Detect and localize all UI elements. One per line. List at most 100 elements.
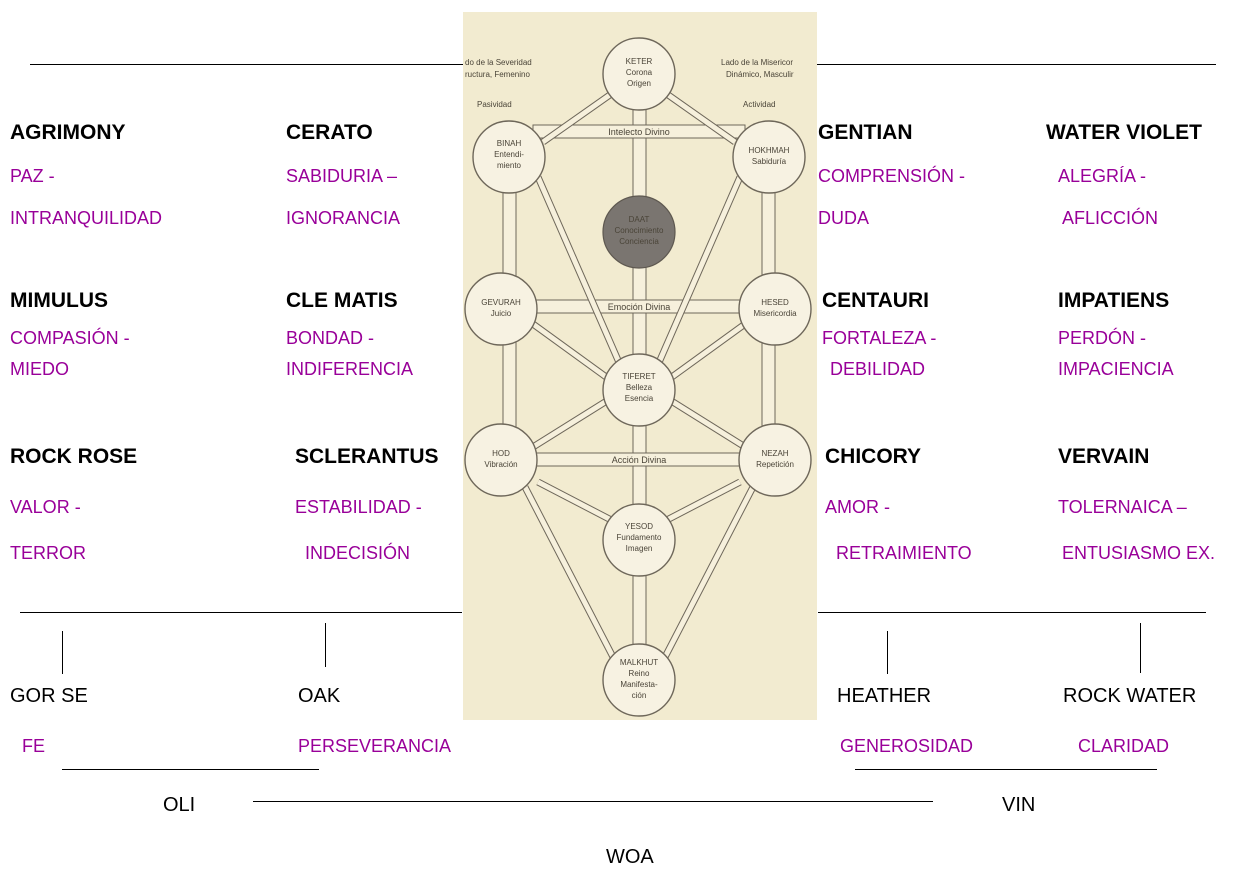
- sefirah-daat: DAAT Conocimiento Conciencia: [602, 195, 676, 269]
- tick-oak: [325, 623, 326, 667]
- remedy-name-centauri: CENTAURI: [822, 289, 929, 312]
- remedy-name-clematis: CLE MATIS: [286, 289, 398, 312]
- svg-text:Repetición: Repetición: [756, 460, 794, 469]
- tick-gorse: [62, 631, 63, 674]
- svg-text:Vibración: Vibración: [484, 460, 517, 469]
- defect-impaciencia: IMPACIENCIA: [1058, 359, 1174, 379]
- svg-text:MALKHUT: MALKHUT: [620, 658, 658, 667]
- svg-text:BINAH: BINAH: [497, 139, 522, 148]
- tick-heather: [887, 631, 888, 674]
- svg-text:GEVURAH: GEVURAH: [481, 298, 521, 307]
- svg-text:miento: miento: [497, 161, 522, 170]
- remedy-name-mimulus: MIMULUS: [10, 289, 108, 312]
- remedy-name-oak: OAK: [298, 685, 341, 707]
- svg-text:KETER: KETER: [626, 57, 653, 66]
- sefirah-tiferet: TIFERET Belleza Esencia: [602, 353, 676, 427]
- remedy-name-sclerantus: SCLERANTUS: [295, 445, 439, 468]
- svg-text:DAAT: DAAT: [629, 215, 650, 224]
- virtue-sabiduria: SABIDURIA –: [286, 166, 398, 186]
- bar-label-accion: Acción Divina: [612, 455, 667, 465]
- virtue-generosidad: GENEROSIDAD: [840, 736, 974, 756]
- svg-text:NEZAH: NEZAH: [761, 449, 788, 458]
- group-label-oli: OLI: [163, 794, 196, 816]
- left-pillar-caption-1: do de la Severidad: [465, 58, 532, 67]
- defect-intranquilidad: INTRANQUILIDAD: [10, 208, 163, 228]
- svg-text:TIFERET: TIFERET: [622, 372, 655, 381]
- tree-paths: [502, 89, 776, 683]
- svg-text:Esencia: Esencia: [625, 394, 654, 403]
- svg-text:Manifesta-: Manifesta-: [620, 680, 658, 689]
- remedy-name-cerato: CERATO: [286, 121, 373, 144]
- lower-rule-left: [20, 612, 462, 613]
- group-rule-left: [62, 769, 319, 770]
- defect-terror: TERROR: [10, 543, 86, 563]
- group-rule-middle: [253, 801, 933, 802]
- tree-of-life-diagram: Intelecto Divino Emoción Divina Acción D…: [464, 37, 812, 717]
- svg-text:HOKHMAH: HOKHMAH: [749, 146, 790, 155]
- sefirah-hokhmah: HOKHMAH Sabiduría: [732, 120, 806, 194]
- defect-retraimiento: RETRAIMIENTO: [836, 543, 972, 563]
- svg-text:HESED: HESED: [761, 298, 789, 307]
- group-rule-right: [855, 769, 1157, 770]
- sefirah-gevurah: GEVURAH Juicio: [464, 272, 538, 346]
- defect-debilidad: DEBILIDAD: [830, 359, 926, 379]
- defect-indecision: INDECISIÓN: [305, 543, 411, 563]
- virtue-fe: FE: [22, 736, 46, 756]
- virtue-perdon: PERDÓN -: [1058, 328, 1147, 348]
- svg-text:YESOD: YESOD: [625, 522, 653, 531]
- virtue-perseverancia: PERSEVERANCIA: [298, 736, 452, 756]
- svg-text:Reino: Reino: [629, 669, 650, 678]
- left-state: Pasividad: [477, 100, 512, 109]
- virtue-claridad: CLARIDAD: [1078, 736, 1170, 756]
- virtue-valor: VALOR -: [10, 497, 81, 517]
- virtue-compasion: COMPASIÓN -: [10, 328, 130, 348]
- defect-indiferencia: INDIFERENCIA: [286, 359, 414, 379]
- virtue-tolernaica: TOLERNAICA –: [1058, 497, 1187, 517]
- defect-afliccion: AFLICCIÓN: [1062, 208, 1159, 228]
- defect-entusiasmo: ENTUSIASMO EX.: [1062, 543, 1216, 563]
- remedy-name-rock-rose: ROCK ROSE: [10, 445, 138, 468]
- sefirah-keter: KETER Corona Origen: [602, 37, 676, 111]
- svg-text:Fundamento: Fundamento: [617, 533, 662, 542]
- tree-of-life-image: Intelecto Divino Emoción Divina Acción D…: [463, 12, 817, 720]
- svg-text:Sabiduría: Sabiduría: [752, 157, 787, 166]
- remedy-name-water-violet: WATER VIOLET: [1046, 121, 1202, 144]
- defect-miedo: MIEDO: [10, 359, 70, 379]
- svg-text:Entendi-: Entendi-: [494, 150, 524, 159]
- virtue-bondad: BONDAD -: [286, 328, 375, 348]
- sefirah-nezah: NEZAH Repetición: [738, 423, 812, 497]
- virtue-comprension: COMPRENSIÓN -: [818, 166, 966, 186]
- right-state: Actividad: [743, 100, 775, 109]
- sefirah-malkhut: MALKHUT Reino Manifesta- ción: [602, 643, 676, 717]
- right-pillar-caption-1: Lado de la Misericor: [721, 58, 793, 67]
- lower-rule-right: [818, 612, 1206, 613]
- svg-text:Origen: Origen: [627, 79, 651, 88]
- virtue-amor: AMOR -: [825, 497, 890, 517]
- tick-rock-water: [1140, 623, 1141, 673]
- svg-text:Belleza: Belleza: [626, 383, 653, 392]
- remedy-name-impatiens: IMPATIENS: [1058, 289, 1170, 312]
- remedy-name-gorse: GOR SE: [10, 685, 88, 707]
- svg-text:Corona: Corona: [626, 68, 653, 77]
- svg-text:Conocimiento: Conocimiento: [615, 226, 664, 235]
- group-label-vin: VIN: [1002, 794, 1036, 816]
- sefirah-hesed: HESED Misericordia: [738, 272, 812, 346]
- defect-ignorancia: IGNORANCIA: [286, 208, 401, 228]
- left-pillar-caption-2: ructura, Femenino: [465, 70, 530, 79]
- sefirah-yesod: YESOD Fundamento Imagen: [602, 503, 676, 577]
- virtue-fortaleza: FORTALEZA -: [822, 328, 937, 348]
- remedy-name-vervain: VERVAIN: [1058, 445, 1150, 468]
- svg-text:Imagen: Imagen: [626, 544, 653, 553]
- remedy-name-agrimony: AGRIMONY: [10, 121, 126, 144]
- bar-label-emocion: Emoción Divina: [608, 302, 671, 312]
- virtue-paz: PAZ -: [10, 166, 55, 186]
- virtue-estabilidad: ESTABILIDAD -: [295, 497, 422, 517]
- virtue-alegria: ALEGRÍA -: [1058, 166, 1147, 186]
- bar-label-intelecto: Intelecto Divino: [608, 127, 670, 137]
- sefirah-binah: BINAH Entendi- miento: [472, 120, 546, 194]
- svg-text:ción: ción: [632, 691, 647, 700]
- svg-text:Misericordia: Misericordia: [753, 309, 797, 318]
- svg-text:Conciencia: Conciencia: [619, 237, 659, 246]
- remedy-name-rock-water: ROCK WATER: [1063, 685, 1197, 707]
- right-pillar-caption-2: Dinámico, Masculir: [726, 70, 794, 79]
